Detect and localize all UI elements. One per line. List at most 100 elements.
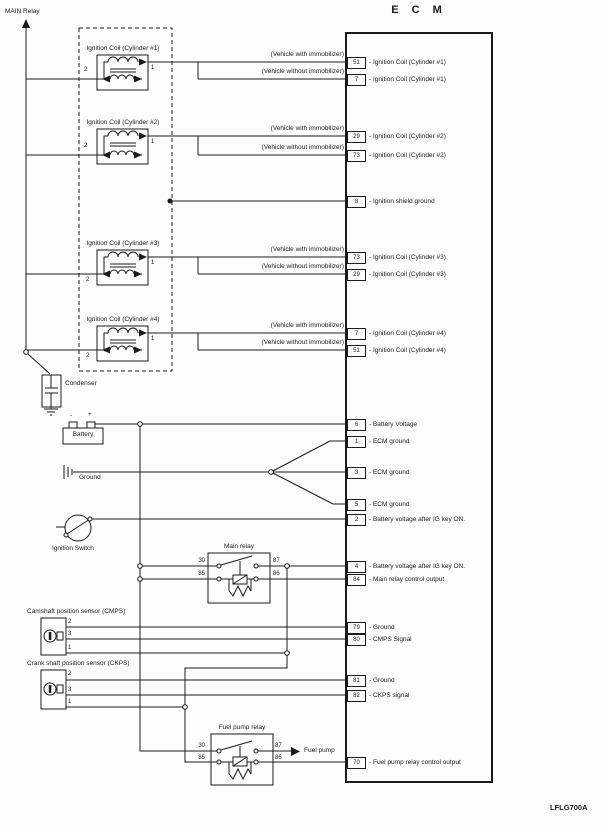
pin-number: 8 (347, 195, 366, 208)
pin-number: 81 (347, 674, 366, 687)
pin-label: - Battery Voltage (369, 421, 418, 428)
ecm-box (345, 32, 493, 783)
immobilizer-note: (Vehicle without immobilizer) (261, 144, 344, 151)
pin-number: 5 (347, 498, 366, 511)
coil4-terminal-2: 2 (86, 353, 90, 359)
battery-label: Battery (72, 431, 94, 438)
ecm-pin-row: 51- Ignition Coil (Cylinder #1) (347, 56, 446, 69)
ignition-switch-circle (64, 514, 92, 542)
main-relay-rail-label: MAIN Relay (5, 8, 40, 15)
battery-terminal-pos (86, 421, 96, 429)
battery-minus-sign: - (70, 412, 73, 419)
junction-circles (23, 198, 290, 765)
ckps-terminal-1: 1 (68, 699, 72, 705)
ecm-pin-row: 8- Ignition shield ground (347, 195, 435, 208)
pin-label: - CMPS Signal (369, 636, 412, 643)
pin-label: - Ignition Coil (Cylinder #3) (369, 271, 446, 278)
fuel-pump-label: Fuel pump (304, 747, 335, 754)
condenser-label: Condenser (65, 380, 97, 387)
immobilizer-note: (Vehicle with immobilizer) (270, 51, 344, 58)
pin-label: - Ignition Coil (Cylinder #4) (369, 347, 446, 354)
ignition-coil-2-box (96, 128, 149, 165)
pin-label: - ECM ground (369, 501, 410, 508)
immobilizer-note: (Vehicle without immobilizer) (261, 68, 344, 75)
pin-label: - Ignition Coil (Cylinder #2) (369, 152, 446, 159)
pin-label: - Ignition Coil (Cylinder #1) (369, 76, 446, 83)
battery-terminal-neg (68, 421, 78, 429)
pin-label: - Ignition Coil (Cylinder #4) (369, 330, 446, 337)
ckps-connector (56, 684, 64, 694)
ckps-label: Crank shaft position sensor (CKPS) (27, 660, 130, 667)
main-relay-terminal-85: 85 (198, 571, 205, 577)
immobilizer-note: (Vehicle with immobilizer) (270, 125, 344, 132)
coil1-terminal-1: 1 (151, 65, 155, 71)
pin-label: - ECM ground (369, 438, 410, 445)
ignition-coil-2-label: Ignition Coil (Cylinder #2) (86, 119, 160, 126)
ecm-pin-row: 70- Fuel pump relay control output (347, 756, 461, 769)
pin-label: - Ignition Coil (Cylinder #3) (369, 254, 446, 261)
battery-box (62, 427, 104, 445)
ignition-coil-4-box (96, 325, 149, 362)
immobilizer-note: (Vehicle without immobilizer) (261, 263, 344, 270)
ecm-pin-row: 7- Ignition Coil (Cylinder #1) (347, 73, 446, 86)
pin-number: 80 (347, 633, 366, 646)
coil2-terminal-1: 1 (151, 139, 155, 145)
pin-number: 3 (347, 466, 366, 479)
fuel-pump-relay-terminal-86: 86 (275, 755, 282, 761)
coil3-terminal-1: 1 (151, 260, 155, 266)
ground-label: Ground (79, 474, 101, 481)
main-relay-label: Main relay (224, 543, 254, 550)
ecm-pin-row: 29- Ignition Coil (Cylinder #2) (347, 130, 446, 143)
ecm-title: E C M (391, 4, 447, 16)
ecm-pin-row: 81- Ground (347, 674, 395, 687)
pin-number: 84 (347, 573, 366, 586)
ecm-pin-row: 29- Ignition Coil (Cylinder #3) (347, 268, 446, 281)
pin-number: 4 (347, 560, 366, 573)
wire-lines (25, 27, 493, 786)
pin-number: 29 (347, 268, 366, 281)
pin-number: 51 (347, 344, 366, 357)
ignition-coil-4-label: Ignition Coil (Cylinder #4) (86, 316, 160, 323)
pin-label: - ECM ground (369, 469, 410, 476)
fuel-pump-arrow (291, 747, 300, 756)
ecm-pin-row: 4- Battery voltage after IG key ON. (347, 560, 465, 573)
ignition-coil-1-box (96, 54, 149, 91)
ecm-pin-row: 80- CMPS Signal (347, 633, 412, 646)
fuel-pump-relay-label: Fuel pump relay (218, 724, 266, 731)
ignition-coil-3-label: Ignition Coil (Cylinder #3) (86, 240, 160, 247)
pin-label: - Ignition shield ground (369, 198, 435, 205)
pin-label: - Ground (369, 677, 395, 684)
main-relay-coil-box (232, 574, 248, 585)
ckps-terminal-3: 3 (68, 687, 72, 693)
immobilizer-note: (Vehicle with immobilizer) (270, 322, 344, 329)
immobilizer-note: (Vehicle with immobilizer) (270, 246, 344, 253)
ecm-pin-row: 5- ECM ground (347, 498, 409, 511)
pin-label: - Ignition Coil (Cylinder #2) (369, 133, 446, 140)
fuel-pump-relay-coil-box (232, 756, 248, 767)
coil-windings (107, 56, 139, 351)
condenser-box (41, 374, 62, 408)
shield-ground-dot (167, 198, 173, 204)
ecm-pin-row: 6- Battery Voltage (347, 418, 417, 431)
fuel-pump-relay-terminal-85: 85 (198, 755, 205, 761)
pin-label: - Ignition Coil (Cylinder #1) (369, 59, 446, 66)
cmps-connector (56, 631, 64, 641)
arrowheads (22, 19, 300, 756)
sensor-symbols (43, 629, 57, 696)
main-relay-terminal-30: 30 (198, 558, 205, 564)
coil4-terminal-1: 1 (151, 336, 155, 342)
pin-number: 29 (347, 130, 366, 143)
pin-number: 70 (347, 756, 366, 769)
pin-number: 51 (347, 56, 366, 69)
coil2-terminal-2: 2 (84, 143, 88, 149)
ecm-pin-row: 73- Ignition Coil (Cylinder #3) (347, 251, 446, 264)
main-relay-rail-arrow (22, 19, 30, 28)
pin-label: - Main relay control output (369, 576, 445, 583)
pin-number: 1 (347, 435, 366, 448)
pin-number: 82 (347, 689, 366, 702)
main-relay-box (207, 552, 271, 604)
ecm-pin-row: 73- Ignition Coil (Cylinder #2) (347, 149, 446, 162)
ecm-pin-row: 84- Main relay control output (347, 573, 444, 586)
